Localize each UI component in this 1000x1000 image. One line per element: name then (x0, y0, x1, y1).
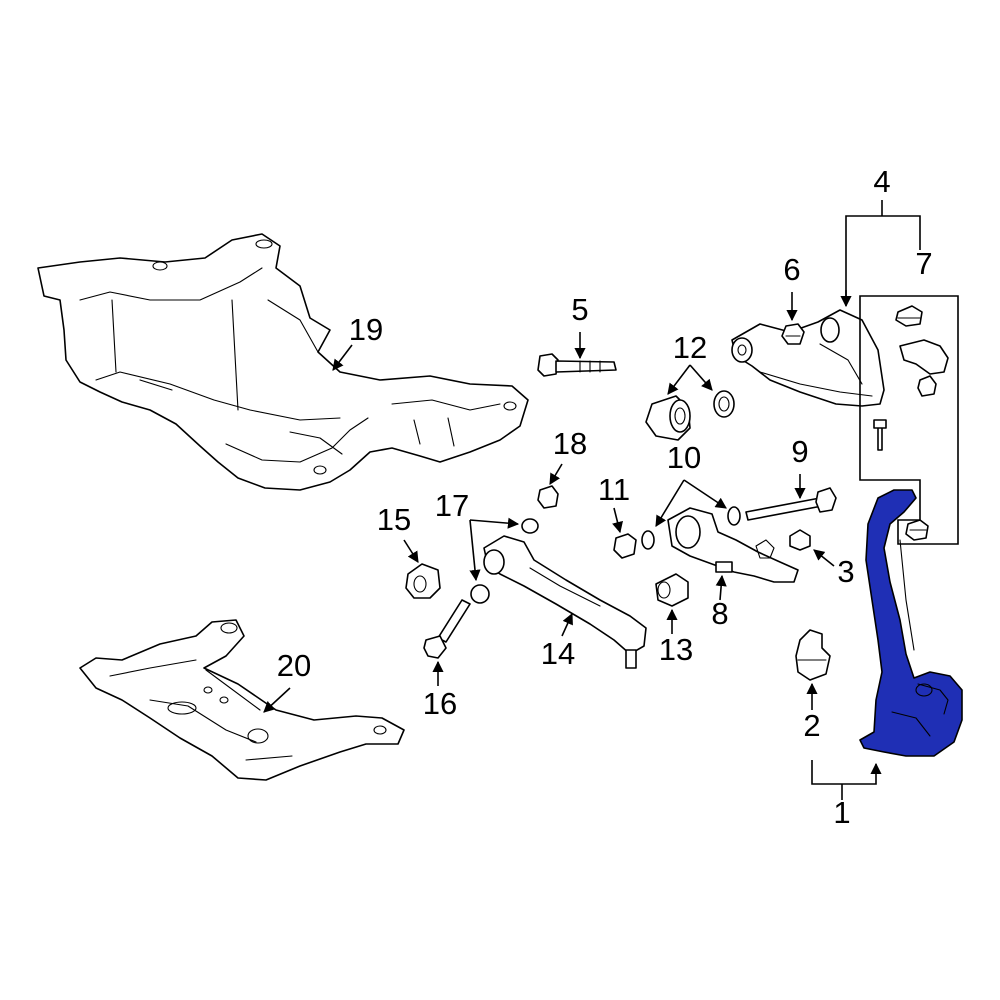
part-2-ball-joint[interactable] (795, 629, 831, 681)
part-16-bolt[interactable] (423, 599, 471, 659)
callout-9[interactable]: 9 (791, 434, 808, 469)
part-7-ball-joint-kit[interactable] (873, 305, 949, 541)
callout-13[interactable]: 13 (659, 632, 693, 667)
callout-8[interactable]: 8 (711, 596, 728, 631)
part-8-lower-control-arm[interactable] (667, 507, 799, 583)
part-4-upper-control-arm[interactable] (731, 309, 885, 407)
part-13-bushing[interactable] (655, 573, 689, 607)
callout-2[interactable]: 2 (803, 708, 820, 743)
callout-11[interactable]: 11 (598, 472, 630, 507)
callout-7[interactable]: 7 (915, 246, 932, 281)
callout-6[interactable]: 6 (783, 252, 800, 287)
callout-16[interactable]: 16 (423, 686, 457, 721)
part-20-crossmember[interactable] (79, 619, 405, 781)
callout-3[interactable]: 3 (837, 554, 854, 589)
part-12-bushings[interactable] (645, 390, 735, 441)
part-5-bolt[interactable] (537, 353, 617, 377)
part-6-nut[interactable] (781, 323, 805, 345)
callout-18[interactable]: 18 (553, 426, 587, 461)
callout-15[interactable]: 15 (377, 502, 411, 537)
part-3-bushing[interactable] (789, 529, 811, 551)
part-18-nut[interactable] (537, 485, 559, 509)
callout-1[interactable]: 1 (833, 795, 850, 830)
part-14-strut-arm[interactable] (483, 535, 647, 669)
part-11-nut[interactable] (613, 533, 637, 559)
callout-19[interactable]: 19 (349, 312, 383, 347)
callout-4[interactable]: 4 (873, 164, 890, 199)
callout-labels: 1 2 3 4 5 6 7 8 9 10 11 12 13 14 15 16 1… (277, 164, 933, 830)
part-10-washers[interactable] (641, 506, 741, 550)
leader-lines (263, 200, 959, 800)
part-17-washers[interactable] (470, 518, 539, 604)
callout-5[interactable]: 5 (571, 292, 588, 327)
callout-10[interactable]: 10 (667, 440, 701, 475)
part-1-steering-knuckle[interactable] (859, 489, 963, 757)
callout-20[interactable]: 20 (277, 648, 311, 683)
callout-12[interactable]: 12 (673, 330, 707, 365)
part-15-bushing[interactable] (405, 563, 441, 599)
part-19-subframe[interactable] (37, 233, 529, 491)
part-9-bolt[interactable] (745, 487, 837, 521)
callout-14[interactable]: 14 (541, 636, 575, 671)
callout-17[interactable]: 17 (435, 488, 469, 523)
